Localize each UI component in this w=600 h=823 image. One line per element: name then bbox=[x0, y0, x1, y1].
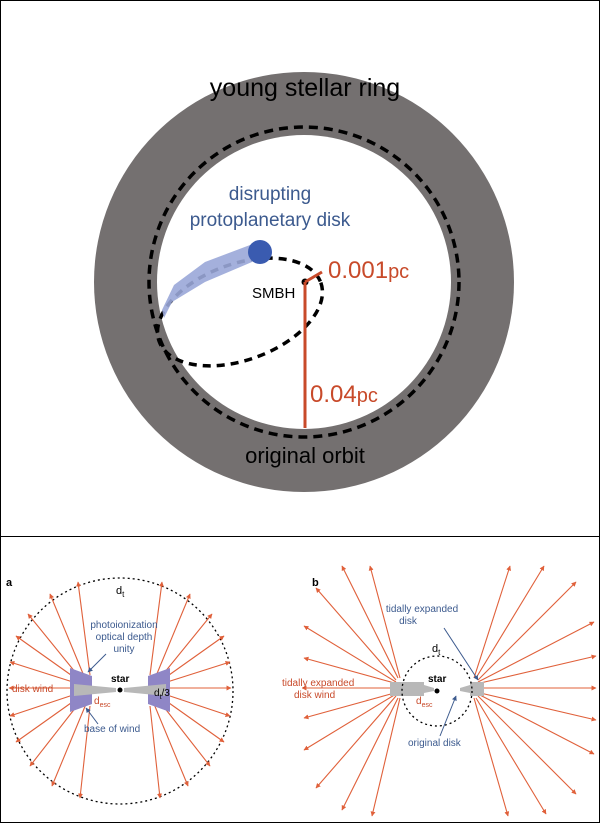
panel-b-original-disk-pointer bbox=[439, 695, 457, 737]
eccentric-orbit bbox=[155, 256, 325, 368]
panel-b-star-dot bbox=[434, 688, 440, 694]
top-panel-diagram: SMBH 0.001pc 0.04pc young stellar ring d… bbox=[94, 72, 514, 492]
ring-label: young stellar ring bbox=[210, 74, 400, 102]
panel-b-dt-circle bbox=[401, 655, 473, 727]
disk-label-line1: disrupting bbox=[229, 184, 311, 205]
smbh-label: SMBH bbox=[252, 285, 295, 302]
panel-a-star-label: star bbox=[111, 674, 129, 685]
panel-b-expanded-disk-line1: tidally expanded bbox=[386, 604, 458, 615]
disk-tidal-tail bbox=[162, 242, 258, 318]
panel-b-dt-label: dt bbox=[432, 643, 441, 657]
panel-b-right-disk-taper bbox=[460, 685, 470, 693]
panel-a-dt3-label: dt/3 bbox=[154, 688, 170, 701]
panel-a-annotation-line1: photoionization bbox=[90, 620, 157, 631]
panel-a-base-of-wind-label: base of wind bbox=[84, 724, 140, 735]
panel-a-base-pointer bbox=[85, 707, 99, 725]
panel-a-annotation-pointer bbox=[87, 653, 107, 673]
panel-a-star-dot bbox=[117, 687, 123, 693]
small-radius-line bbox=[304, 270, 323, 284]
disk-label-line2: protoplanetary disk bbox=[190, 210, 351, 231]
bottom-panel-diagram: a dt bbox=[6, 565, 597, 817]
original-orbit-circle bbox=[147, 125, 461, 439]
panel-a-dt-label: dt bbox=[116, 585, 125, 599]
panel-b-wind-arrows bbox=[302, 565, 597, 817]
panel-a-desc-label: desc bbox=[94, 696, 111, 709]
panel-b-left-disk-taper bbox=[424, 685, 434, 693]
panel-b-expanded-disk-line2: disk bbox=[399, 616, 418, 627]
orbit-label: original orbit bbox=[245, 443, 365, 468]
panel-a-dt-circle bbox=[6, 577, 234, 805]
panel-a-annotation-line3: unity bbox=[113, 644, 134, 655]
large-radius-label: 0.04pc bbox=[310, 381, 378, 408]
panel-b-letter: b bbox=[312, 577, 319, 589]
panel-b-wind-line2: disk wind bbox=[294, 690, 335, 701]
panel-b-expanded-disk-pointer bbox=[443, 627, 479, 681]
panel-b-original-disk-label: original disk bbox=[408, 738, 462, 749]
panel-b-right-disk bbox=[470, 682, 484, 696]
panel-b-wind-line1: tidally expanded bbox=[282, 678, 354, 689]
panel-b-star-label: star bbox=[428, 674, 446, 685]
protoplanetary-disk bbox=[248, 240, 272, 264]
bottom-panel-frame bbox=[0, 536, 600, 823]
small-radius-label: 0.001pc bbox=[328, 257, 409, 284]
panel-b-desc-label: desc bbox=[416, 696, 433, 709]
panel-a-letter: a bbox=[6, 577, 13, 589]
panel-a-disk bbox=[74, 684, 166, 696]
panel-a-disk-wind-label: disk wind bbox=[12, 684, 53, 695]
panel-a-annotation-line2: optical depth bbox=[96, 632, 153, 643]
panel-b-left-disk bbox=[390, 682, 424, 696]
panel-a-wind-arrows bbox=[8, 581, 232, 799]
